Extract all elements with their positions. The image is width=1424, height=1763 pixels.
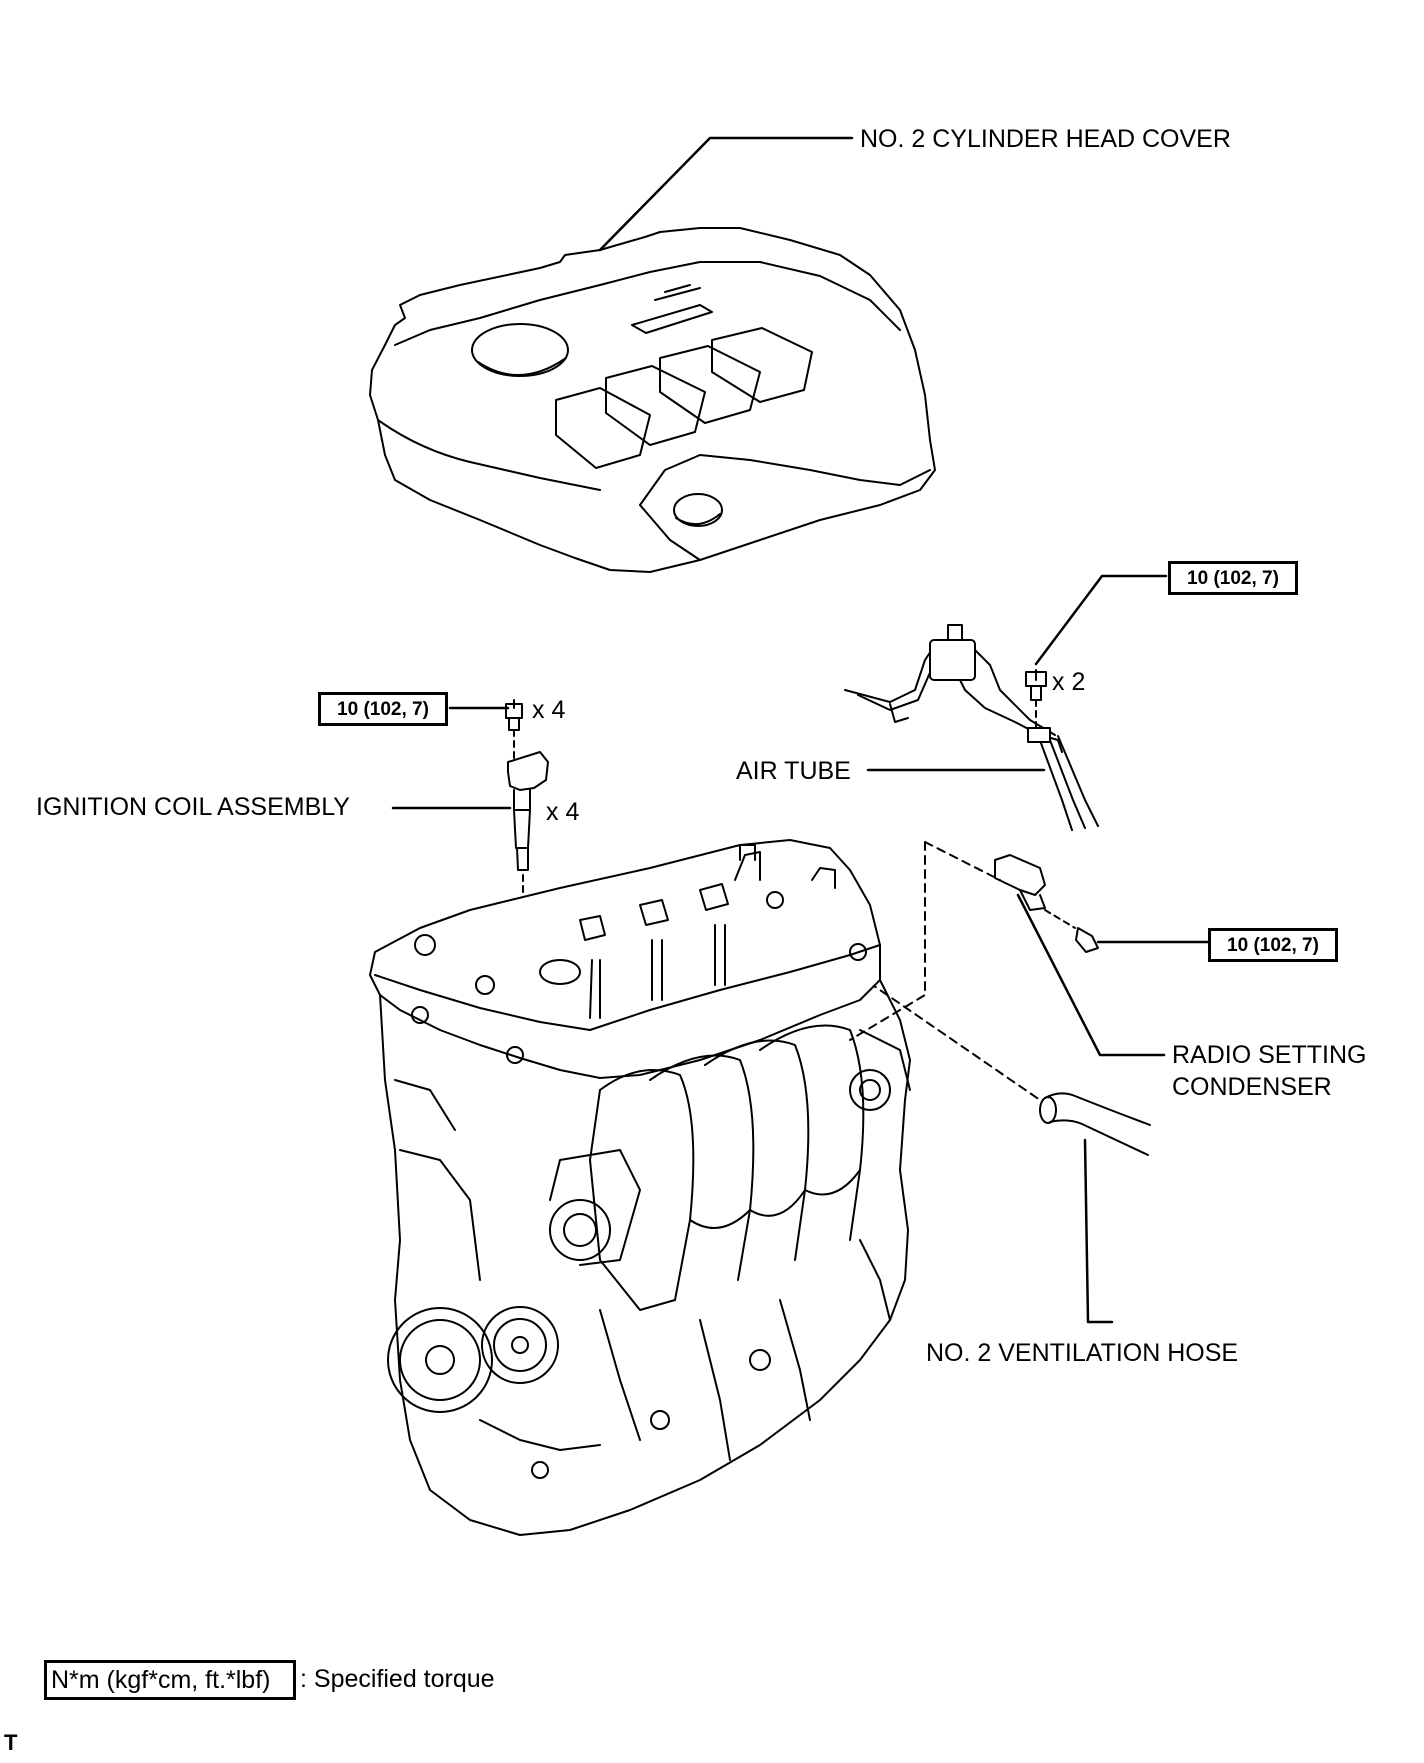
corner-mark: T xyxy=(4,1730,18,1755)
legend-specified-torque: : Specified torque xyxy=(300,1665,495,1693)
torque-box-air-tube-bolt: 10 (102, 7) xyxy=(1168,561,1298,595)
torque-box-condenser-bolt: 10 (102, 7) xyxy=(1208,928,1338,962)
radio-condenser-drawing xyxy=(849,841,1210,1057)
label-no2-ventilation-hose: NO. 2 VENTILATION HOSE xyxy=(926,1339,1239,1367)
ignition-coil-drawing xyxy=(391,699,549,941)
legend-torque-unit-box: N*m (kgf*cm, ft.*lbf) xyxy=(44,1660,296,1700)
label-no2-cylinder-head-cover: NO. 2 CYLINDER HEAD COVER xyxy=(860,125,1231,153)
air-tube-drawing xyxy=(844,574,1168,831)
label-air-tube: AIR TUBE xyxy=(736,757,851,785)
label-radio-setting-line1: RADIO SETTING xyxy=(1172,1041,1367,1069)
torque-box-coil-bolt: 10 (102, 7) xyxy=(318,692,448,726)
label-radio-setting-line2: CONDENSER xyxy=(1172,1073,1332,1101)
label-ignition-coil-assembly: IGNITION COIL ASSEMBLY xyxy=(36,793,350,821)
qty-air-tube-bolt: x 2 xyxy=(1052,668,1086,696)
qty-coil-bolt: x 4 xyxy=(532,696,566,724)
cylinder-head-cover-drawing xyxy=(369,136,936,573)
engine-block-drawing xyxy=(369,839,911,1536)
qty-coil-assembly: x 4 xyxy=(546,798,580,826)
